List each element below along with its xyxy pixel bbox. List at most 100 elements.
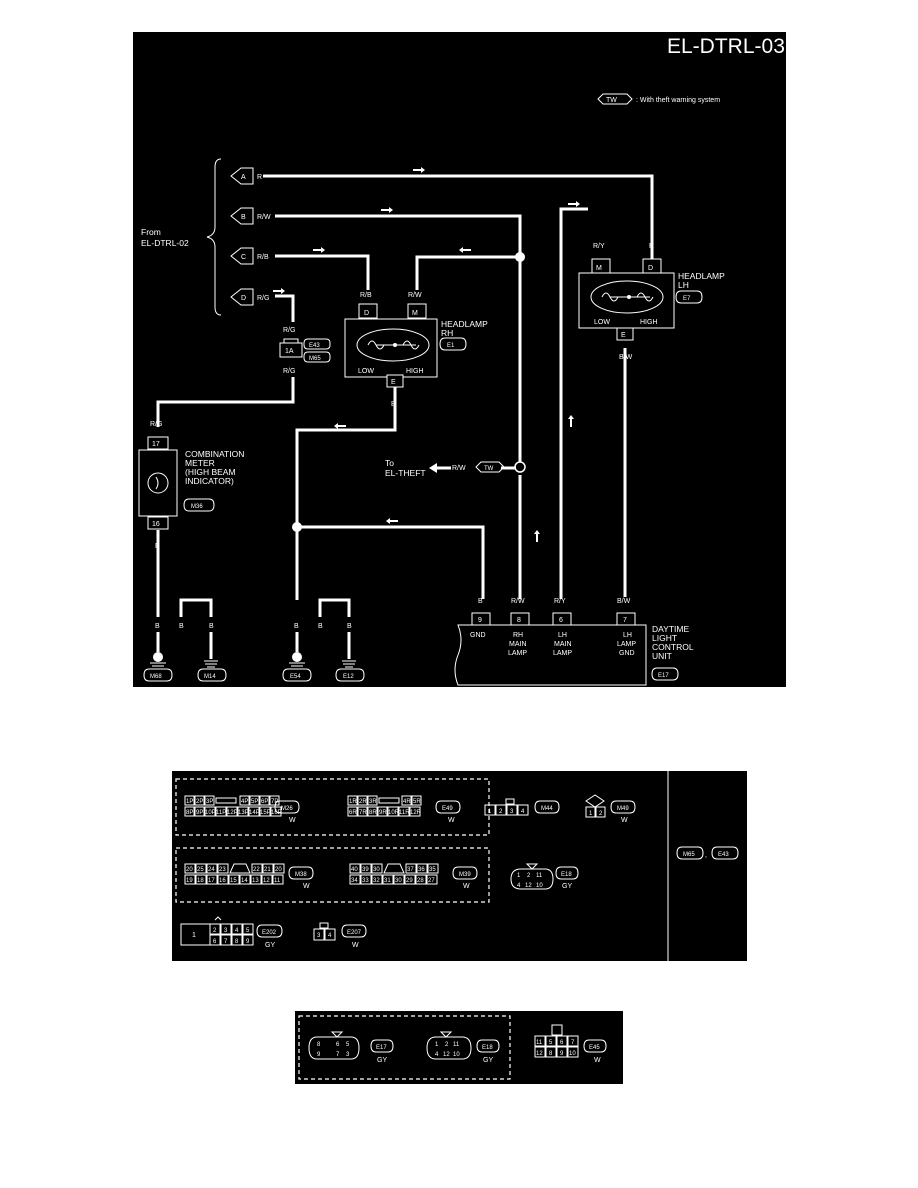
svg-text:9P: 9P [196,810,203,816]
bottom-connector-views: 8 6 5 9 7 3 E17 GY 1 2 11 4 12 10 E18 GY… [298,1015,607,1080]
connector-e202: 1 2 3 4 5 6 7 8 9 E202 GY [180,916,283,949]
combination-meter-title: COMBINATION [185,449,244,459]
svg-text:39: 39 [362,867,369,873]
terminal-b: B R/W [230,207,271,225]
svg-text:7: 7 [571,1040,575,1046]
daytime-light-control-unit: 9 8 6 7 B R/W R/Y B/W GND RH MAIN LAMP L… [454,598,694,686]
svg-text:9: 9 [478,617,482,624]
svg-text:LH: LH [623,632,632,639]
connector-e207: 3 4 E207 W [313,922,367,949]
svg-text:30: 30 [395,878,402,884]
svg-text:11P: 11P [216,810,226,816]
svg-text:M: M [596,265,602,272]
svg-text:2R: 2R [359,799,367,805]
svg-text:31: 31 [384,878,391,884]
svg-text:D: D [241,295,246,302]
bottom-connector-panel: 8 6 5 9 7 3 E17 GY 1 2 11 4 12 10 E18 GY… [295,1011,623,1084]
svg-text:R/W: R/W [408,292,422,299]
svg-text:12: 12 [263,878,270,884]
legend-badge: TW [606,97,617,104]
svg-text:9: 9 [246,939,250,945]
svg-text:(HIGH BEAM: (HIGH BEAM [185,467,236,477]
svg-text:7: 7 [224,939,228,945]
svg-text:10: 10 [536,883,543,889]
svg-text:R/B: R/B [360,292,372,299]
headlamp-lh-subtitle: LH [678,280,689,290]
svg-text:LIGHT: LIGHT [652,633,677,643]
svg-text:2: 2 [445,1042,449,1048]
svg-text:9: 9 [560,1051,564,1057]
svg-text:6P: 6P [261,799,268,805]
svg-text:M68: M68 [150,674,162,680]
from-label: From [141,227,161,237]
svg-text:24: 24 [208,867,215,873]
svg-text:9R: 9R [379,810,387,816]
headlamp-rh: R/B R/W D M LOW HIGH E B HEADLAMP RH E1 [344,292,488,408]
svg-text:E: E [621,332,626,339]
svg-text:LAMP: LAMP [617,641,636,648]
connector-views: 1P 2P 3P 4P 5P 6P 7P 8P 9P 10P 11P 12P 1… [175,771,739,961]
svg-text:W: W [621,817,628,824]
svg-text:HIGH: HIGH [406,368,424,375]
svg-text:25: 25 [197,867,204,873]
svg-text:20: 20 [186,867,193,873]
svg-text:1: 1 [589,811,593,817]
svg-text:1: 1 [517,873,521,879]
svg-text:D: D [648,265,653,272]
svg-text:34: 34 [351,878,358,884]
svg-text:W: W [463,883,470,890]
svg-text:M: M [412,310,418,317]
svg-text:R/Y: R/Y [593,243,605,250]
svg-text:E54: E54 [290,674,301,680]
svg-text:1R: 1R [349,799,357,805]
svg-text:4: 4 [328,933,332,939]
svg-text:4: 4 [517,883,521,889]
svg-text:2: 2 [499,809,503,815]
connector-m26: 1P 2P 3P 4P 5P 6P 7P 8P 9P 10P 11P 12P 1… [184,795,300,824]
connector-m49: 1 2 M49 W [585,794,636,824]
svg-text:9: 9 [317,1052,321,1058]
connector-e43-label: E43 [309,343,320,349]
svg-text:12R: 12R [410,810,422,816]
svg-text:R/G: R/G [283,327,295,334]
svg-text:13: 13 [252,878,259,884]
connector-e1-label: E1 [447,343,455,349]
legend-text: : With theft warning system [636,97,720,104]
theft-destination: EL-THEFT [385,468,426,478]
svg-text:LOW: LOW [358,368,374,375]
svg-text:UNIT: UNIT [652,651,672,661]
svg-text:W: W [352,942,359,949]
connector-m38: 20 25 24 23 22 21 20 19 18 17 16 15 14 1… [184,863,314,890]
connector-e49: 1R 2R 3R 4R 5R 6R 7R 8R 9R 10R 11R 12R E… [347,795,461,824]
svg-text:E18: E18 [561,872,572,878]
svg-text:B: B [391,401,396,408]
page-title: EL-DTRL-03 [667,35,785,58]
svg-text:C: C [241,254,246,261]
svg-text:7R: 7R [359,810,367,816]
svg-text:8: 8 [549,1051,553,1057]
svg-text:40: 40 [351,867,358,873]
ground-e12: E12 [335,668,365,682]
svg-text:R/G: R/G [150,421,162,428]
from-brace [206,158,222,316]
svg-text:35: 35 [429,867,436,873]
ground-e54: E54 [282,668,312,682]
connector-e17-label: E17 [658,673,669,679]
svg-text:LH: LH [558,632,567,639]
svg-text:13P: 13P [238,810,249,816]
svg-text:GND: GND [619,650,635,657]
svg-text:CONTROL: CONTROL [652,642,694,652]
svg-text:LAMP: LAMP [508,650,527,657]
terminal-d: D R/G [230,288,269,306]
svg-text:7: 7 [623,617,627,624]
svg-text:B: B [155,623,160,630]
svg-text:30: 30 [373,867,380,873]
legend: TW : With theft warning system [597,93,720,105]
svg-text:17: 17 [152,441,160,448]
svg-text:14: 14 [241,878,248,884]
svg-text:1P: 1P [186,799,193,805]
svg-text:5R: 5R [413,799,421,805]
splice-dot [292,522,302,532]
svg-text:LAMP: LAMP [553,650,572,657]
headlamp-rh-title: HEADLAMP [441,319,488,329]
